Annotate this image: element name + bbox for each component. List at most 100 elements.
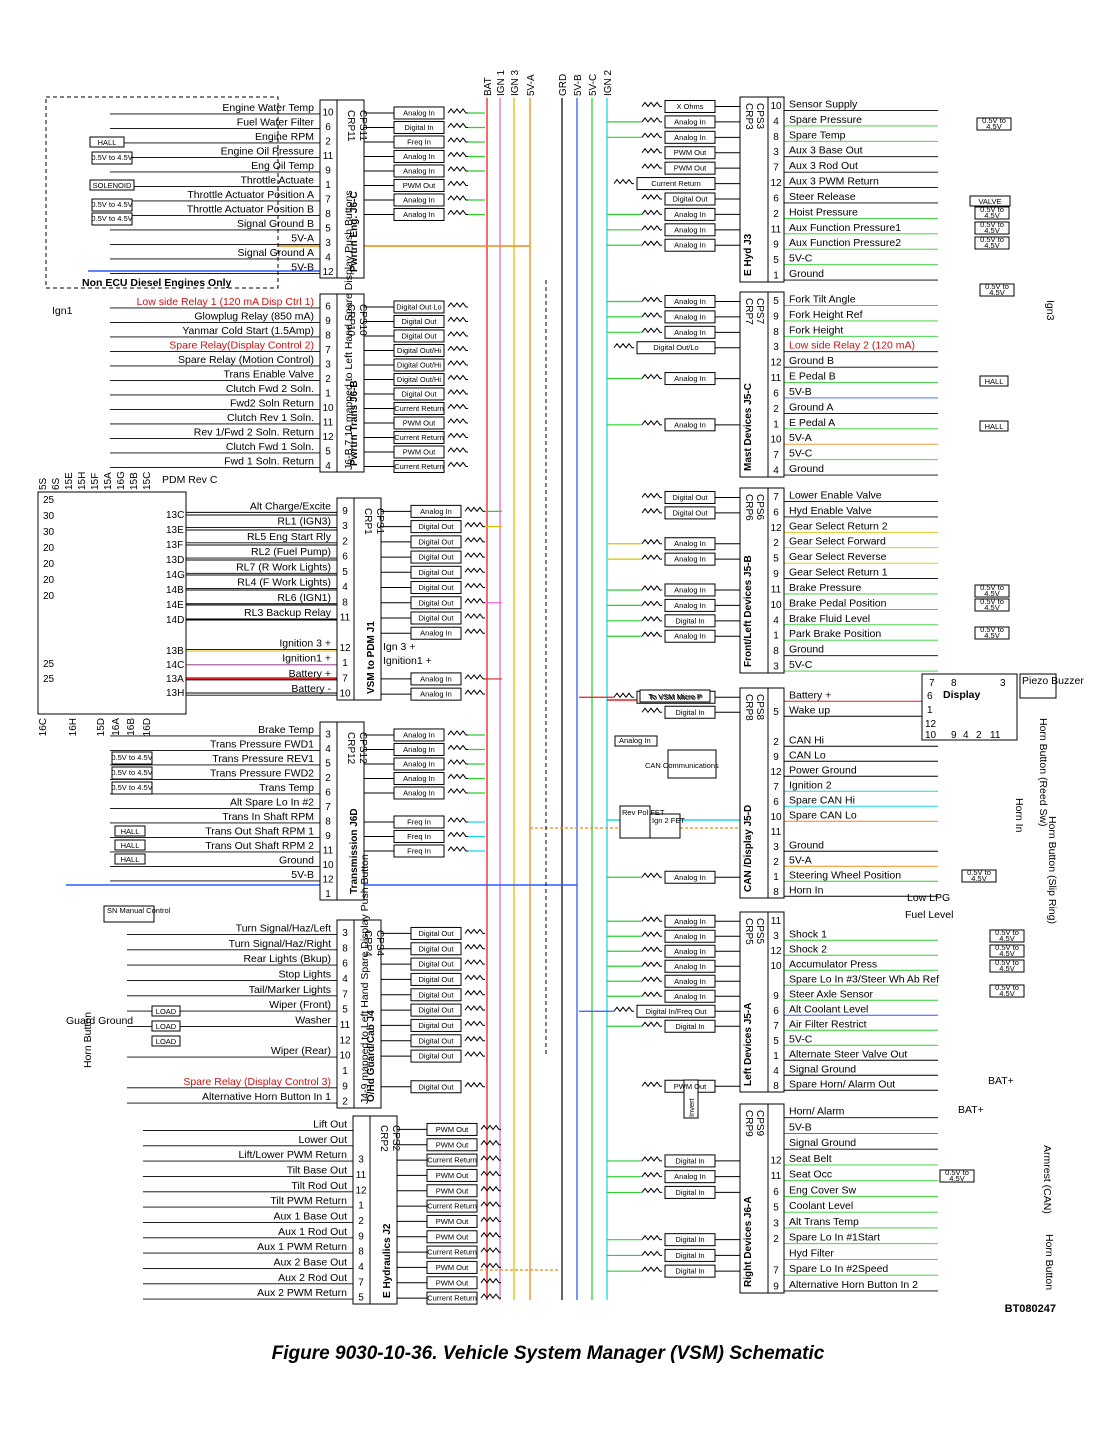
right-5-label-2: Signal Ground <box>789 1137 856 1149</box>
left-3-pin-10: 12 <box>322 874 334 885</box>
right-2-pin-3: 2 <box>773 538 779 549</box>
left-2-resistor-12 <box>464 689 485 695</box>
ign3-plus-label: Ign 3 + <box>383 641 415 653</box>
left-0-resistor-4 <box>447 166 468 172</box>
left-5-label-4: Tilt Rod Out <box>291 1180 347 1192</box>
left-3-label-10: 5V-B <box>291 869 314 881</box>
left-5-resistor-8 <box>480 1247 501 1253</box>
pdm-left-label-3: 20 <box>43 543 55 554</box>
left-2-module-6 <box>410 596 462 610</box>
right-2-pin-4: 5 <box>773 554 779 565</box>
display-pin-3: 6 <box>927 691 933 702</box>
left-3-pin-8: 11 <box>323 845 334 856</box>
left-1-module-11 <box>393 459 445 473</box>
left-1-label-1: Glowplug Relay (850 mA) <box>194 310 314 322</box>
left-5-module-0 <box>426 1122 478 1136</box>
pdm-left-label-4: 20 <box>43 559 55 570</box>
right-5-label-9: Hyd Filter <box>789 1247 834 1259</box>
left-4-module-6 <box>410 1018 462 1032</box>
right-2-pin-7: 10 <box>770 600 782 611</box>
left-3-module-text-4: Analog In <box>403 788 435 797</box>
left-2-resistor-5 <box>464 582 485 589</box>
right-4-module-text-5: Analog In <box>674 992 706 1001</box>
pdm-right-pin-10: 13A <box>166 674 184 685</box>
right-0-resistor-5 <box>613 178 634 185</box>
right-5-pin-10: 7 <box>773 1266 779 1277</box>
solenoid-box-text: SOLENOID <box>93 181 132 190</box>
right-5-pin-3: 12 <box>770 1155 782 1166</box>
right-3-pin-7: 6 <box>773 797 779 808</box>
left-1-resistor-0 <box>447 302 468 308</box>
left-3-label-0: Brake Temp <box>258 724 314 736</box>
right-0-module-6 <box>664 192 716 206</box>
right-1-module-3 <box>636 341 716 355</box>
left-2-pin-2: 2 <box>342 536 348 547</box>
left-0-pin-5: 1 <box>325 180 331 191</box>
bus-label-4: GRD <box>558 74 569 96</box>
horn-button-right-label: Horn Button <box>1043 1234 1055 1290</box>
left-4-module-text-7: Digital Out <box>418 1036 454 1045</box>
left-1-module-10 <box>393 445 445 459</box>
pdm-left-label-1: 30 <box>43 511 55 522</box>
display-box <box>921 673 1018 741</box>
right-5-label-11: Alternative Horn Button In 2 <box>789 1279 918 1291</box>
left-5-resistor-5 <box>480 1201 501 1207</box>
bat-plus-bottom-label: BAT+ <box>958 1104 984 1116</box>
left-2-resistor-2 <box>464 537 485 543</box>
left-5-resistor-10 <box>480 1277 501 1284</box>
right-4-label-5: Steer Axle Sensor <box>789 988 874 1000</box>
left-2-pin-5: 4 <box>342 582 348 593</box>
left-title-4: O/Hd Guard/Cab J4 <box>366 1010 377 1102</box>
right-1-label-6: 5V-B <box>789 386 812 398</box>
right-5-module-3 <box>664 1154 716 1168</box>
right-3-label-4: CAN Lo <box>789 749 826 761</box>
rev-pol-fet-box <box>619 805 651 839</box>
pdm-top-pin-3: 15H <box>77 472 88 490</box>
left-3-pin-0: 3 <box>325 729 331 740</box>
right-1-label-10: 5V-C <box>789 448 813 460</box>
right-3-module-text-0: To VSM Micro P <box>649 693 703 702</box>
range-box-line1-10: 0.5V to <box>995 943 1019 952</box>
right-2-label-9: Park Brake Position <box>789 628 881 640</box>
left-0-pin-6: 7 <box>325 194 331 205</box>
left-3-module-text-8: Freq In <box>407 846 431 855</box>
right-crp-1: CRP7 <box>743 298 754 325</box>
range-box-line2-2: 4.5V <box>984 226 999 235</box>
right-0-label-9: Aux Function Pressure2 <box>789 237 901 249</box>
horn-in-label: Horn In <box>1013 798 1025 833</box>
left-0-label-9: 5V-A <box>291 232 314 244</box>
left-5-module-8 <box>426 1245 478 1259</box>
right-2-module-text-4: Analog In <box>674 555 706 564</box>
right-title-3: CAN /Display J5-D <box>743 805 754 892</box>
range-box-8 <box>961 869 997 883</box>
right-connector-3 <box>739 687 785 899</box>
left-4-module-0 <box>410 926 462 940</box>
left-3-module-4 <box>393 786 445 800</box>
pdm-right-pin-11: 13H <box>166 688 184 699</box>
right-connector-4 <box>739 911 785 1093</box>
left-1-resistor-1 <box>447 316 468 323</box>
left-5-module-text-11: Current Return <box>427 1294 477 1303</box>
pdm-left-label-6: 20 <box>43 591 55 602</box>
left-1-pin-9: 12 <box>322 432 334 443</box>
right-3-module-12 <box>664 870 716 884</box>
left-1-resistor-5 <box>447 374 468 381</box>
right-1-pin-7: 2 <box>773 404 779 415</box>
right-1-label-9: 5V-A <box>789 432 812 444</box>
solenoid-box <box>89 179 135 191</box>
pdm-right-pin-5: 14B <box>166 585 184 596</box>
right-2-module-6 <box>664 583 716 597</box>
right-0-module-text-0: X Ohms <box>676 102 703 111</box>
left-5-label-2: Lift/Lower PWM Return <box>238 1149 347 1161</box>
component-layer <box>37 96 1057 1305</box>
left-1-label-3: Spare Relay(Display Control 2) <box>169 339 314 351</box>
left-0-resistor-1 <box>447 122 468 129</box>
pdm-top-pin-2: 15E <box>64 472 75 490</box>
left-4-pin-0: 3 <box>342 928 348 939</box>
right-2-label-2: Gear Select Return 2 <box>789 520 888 532</box>
right-4-resistor-6 <box>613 1006 634 1013</box>
range-box-left-text-5: 0.5V to 4.5V <box>111 783 152 792</box>
right-2-pin-2: 12 <box>770 523 782 534</box>
right-5-module-8 <box>664 1233 716 1247</box>
right-3-pin-11: 2 <box>773 857 779 868</box>
